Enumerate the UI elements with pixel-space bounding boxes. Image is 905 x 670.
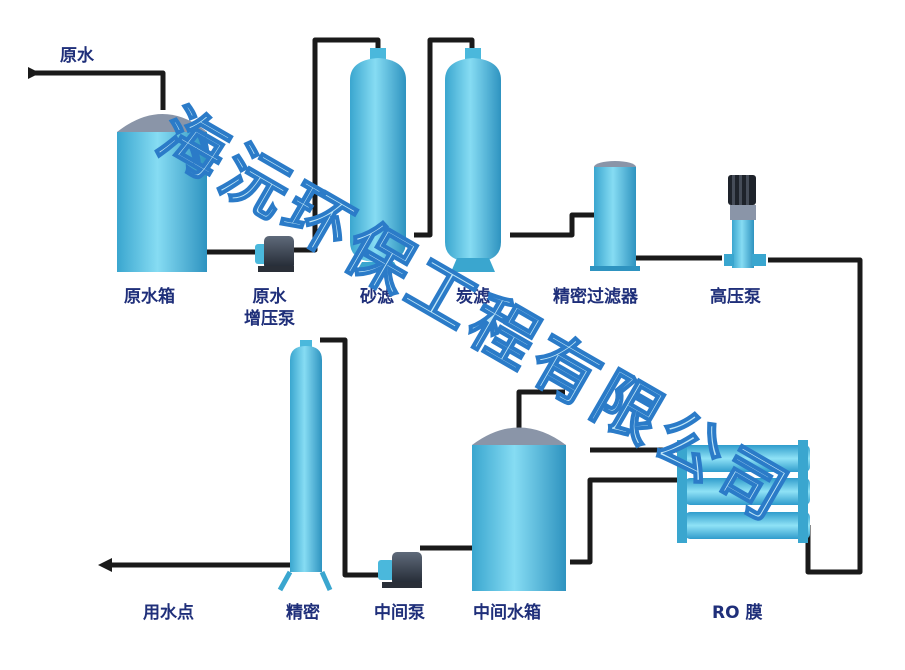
label-precision-filter: 精密过滤器 (553, 287, 638, 307)
carbon-filter-vessel (445, 48, 501, 272)
label-booster-pump-line2: 增压泵 (244, 309, 295, 329)
pipes (30, 37, 863, 578)
polishing-filter-vessel (277, 340, 333, 592)
booster-pump-icon (255, 236, 294, 272)
intermediate-pump-icon (378, 552, 422, 588)
label-ro-membrane: RO 膜 (712, 603, 763, 623)
raw-water-tank (117, 114, 207, 272)
label-sand-filter: 砂滤 (360, 287, 394, 307)
pipe-midtank-dome (516, 389, 565, 430)
sand-filter-vessel (350, 48, 406, 272)
inlet-pipe (30, 70, 166, 110)
label-raw-tank: 原水箱 (124, 287, 175, 307)
label-carbon-filter: 炭滤 (456, 287, 490, 307)
label-polishing: 精密 (286, 603, 320, 623)
inlet-arrow-icon (28, 67, 40, 79)
pipe-sand-to-carbon (414, 37, 475, 238)
high-pressure-pump-icon (724, 175, 766, 268)
intermediate-water-tank (472, 427, 566, 591)
outlet-arrow-icon (98, 558, 112, 572)
label-booster-pump: 原水 增压泵 (244, 286, 295, 330)
pipe-ro-to-midtank (570, 477, 685, 565)
label-mid-pump: 中间泵 (374, 603, 425, 623)
precision-filter-vessel (590, 161, 640, 271)
label-inlet: 原水 (60, 46, 94, 66)
label-booster-pump-line1: 原水 (252, 287, 287, 307)
label-high-pressure-pump: 高压泵 (710, 287, 761, 307)
pipe-hp-pump-to-ro (768, 257, 863, 575)
pipe-carbon-to-precision (510, 212, 595, 238)
pipe-pump-to-sand (290, 37, 381, 253)
label-mid-tank: 中间水箱 (473, 603, 541, 623)
pipe-pump-to-polish (320, 337, 392, 578)
label-use-point: 用水点 (143, 603, 194, 623)
ro-membrane-assembly (677, 440, 810, 543)
